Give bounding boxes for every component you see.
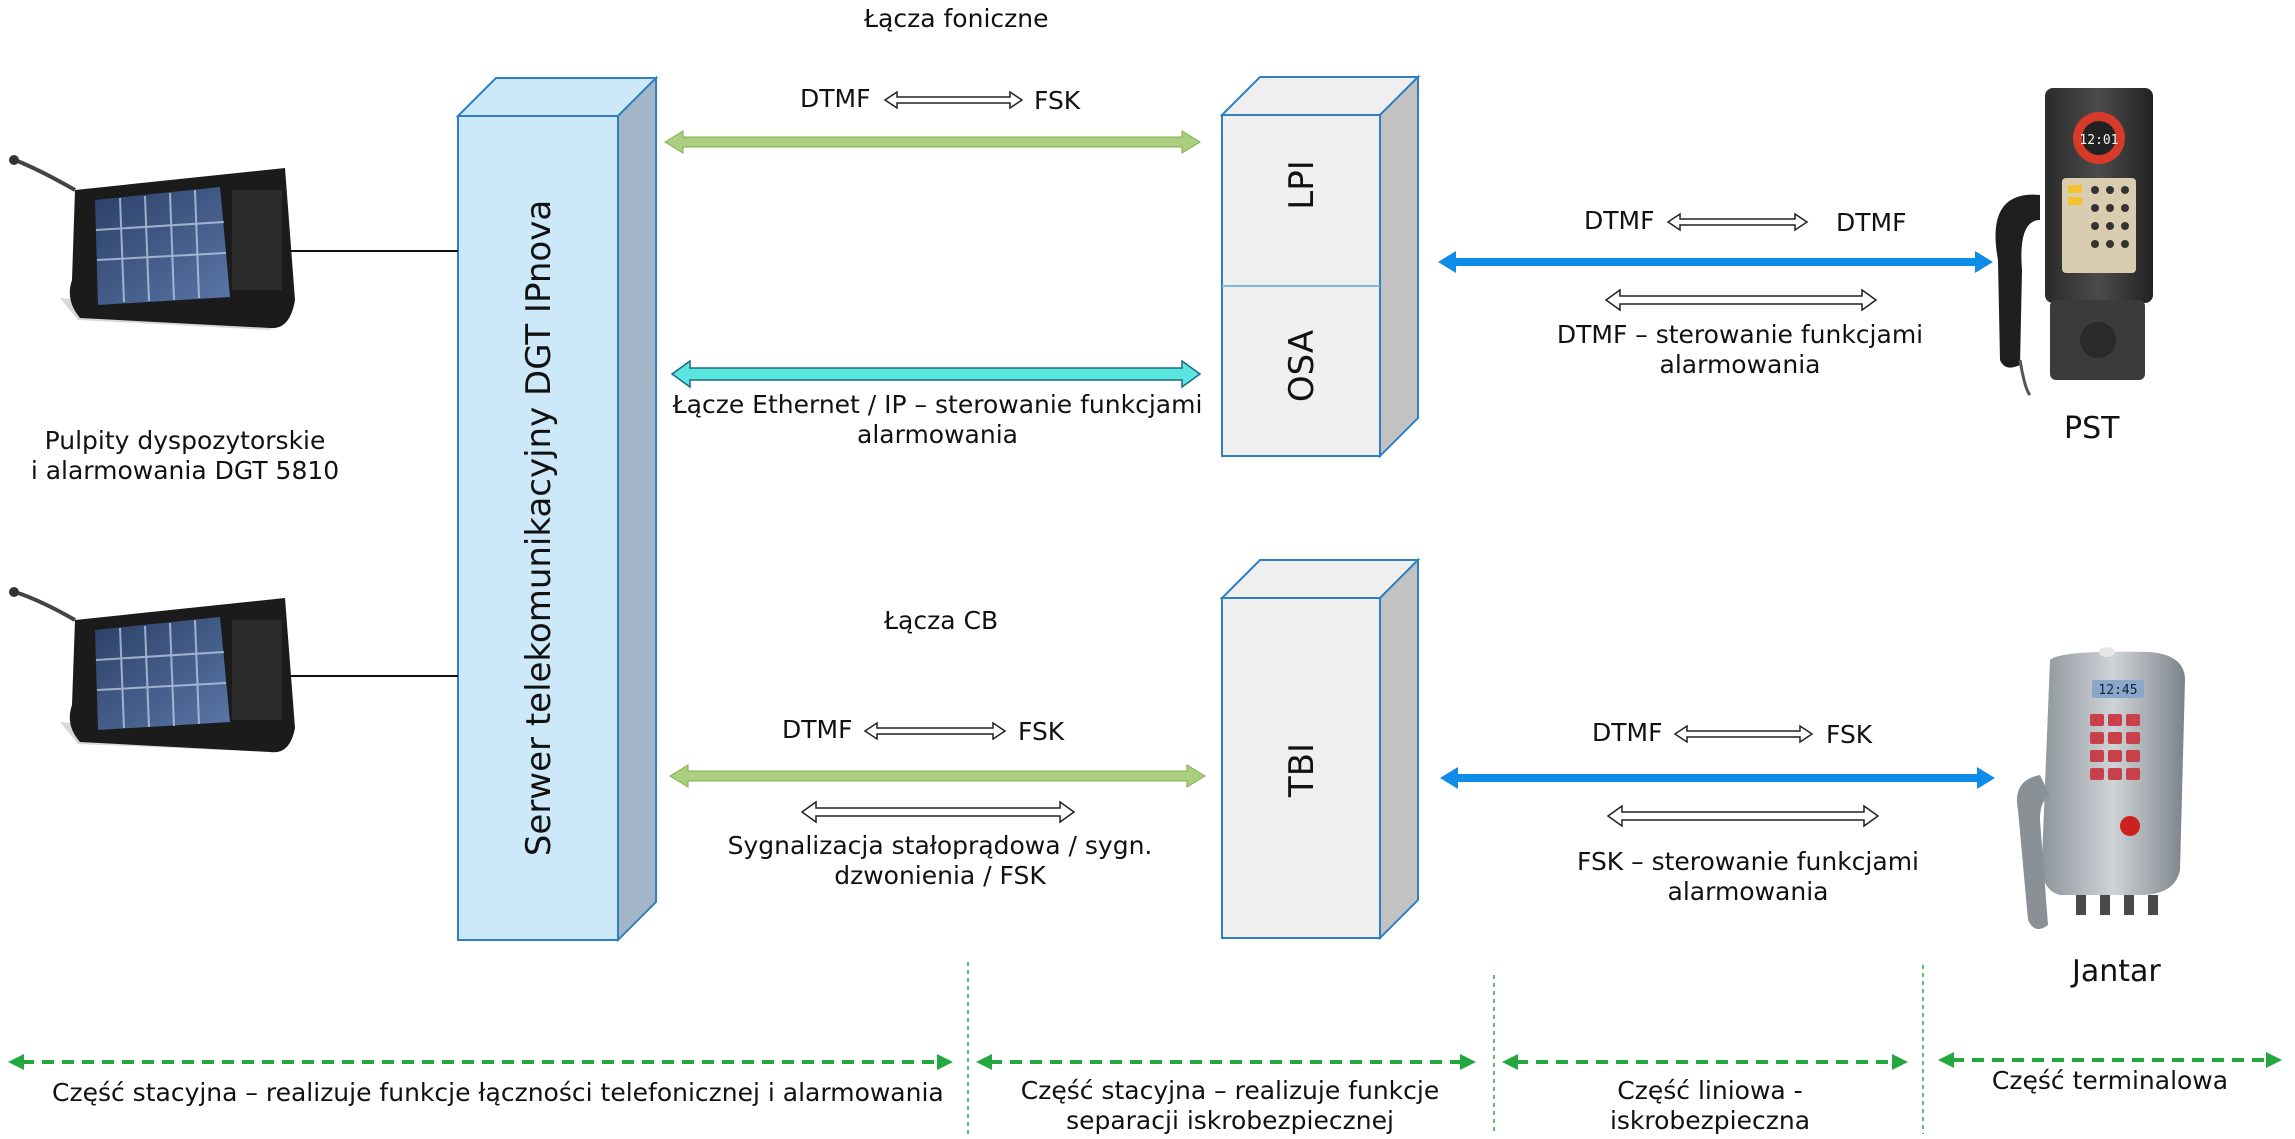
zone-arrows <box>8 1052 2282 1070</box>
cb-links-title: Łącza CB <box>884 606 999 635</box>
console-device-1 <box>9 155 295 330</box>
jantar-label: Jantar <box>2072 954 2161 989</box>
jantar-display: 12:45 <box>2098 683 2137 698</box>
ethernet-arrow <box>670 359 1202 389</box>
pst-phone-device <box>1995 88 2153 397</box>
zone-arrow-1 <box>8 1054 953 1070</box>
zone-arrow-4 <box>1938 1052 2282 1068</box>
zone-arrow-2 <box>976 1054 1476 1070</box>
bottom-left-dtmf: DTMF <box>782 715 853 744</box>
osa-label: OSA <box>1282 330 1322 402</box>
dtmf-control-arrow <box>1604 288 1878 312</box>
zone-1-label: Część stacyjna – realizuje funkcje łączn… <box>52 1078 944 1107</box>
zone-4-label: Część terminalowa <box>1991 1066 2229 1095</box>
consoles-caption: Pulpity dyspozytorskie i alarmowania DGT… <box>30 426 340 485</box>
top-left-dtmf: DTMF <box>800 84 871 113</box>
bottom-right-dtmf: DTMF <box>1592 718 1663 747</box>
dtmf-dtmf-arrow <box>1666 212 1809 232</box>
signal-arrow <box>800 800 1076 824</box>
fsk-control-label: FSK – sterowanie funkcjami alarmowania <box>1577 847 1919 906</box>
dtmf-control-label: DTMF – sterowanie funkcjami alarmowania <box>1556 320 1924 379</box>
top-right-dtmf-1: DTMF <box>1584 206 1655 235</box>
server-box <box>455 75 659 943</box>
zone-dividers <box>967 962 1924 1134</box>
fsk-control-arrow <box>1606 804 1880 828</box>
bottom-right-fsk: FSK <box>1826 720 1873 749</box>
tbi-label: TBI <box>1282 743 1322 798</box>
zone-3-label: Część liniowa - iskrobezpieczna <box>1609 1076 1811 1135</box>
green-arrow-top <box>664 130 1201 154</box>
lpi-osa-box <box>1219 74 1421 459</box>
top-left-fsk: FSK <box>1034 86 1081 115</box>
pst-display: 12:01 <box>2079 133 2118 148</box>
zone-arrow-3 <box>1502 1054 1908 1070</box>
jantar-phone-device <box>2016 647 2185 929</box>
lpi-label: LPI <box>1282 160 1322 209</box>
blue-arrow-bottom <box>1440 767 1995 789</box>
phone-links-title: Łącza foniczne <box>864 4 1049 33</box>
dtmf-fsk-arrow-bottom-left <box>863 721 1007 741</box>
tbi-box <box>1219 557 1421 941</box>
dtmf-fsk-arrow-bottom-right <box>1673 724 1814 744</box>
signal-label: Sygnalizacja stałoprądowa / sygn. dzwoni… <box>727 831 1153 890</box>
ethernet-label: Łącze Ethernet / IP – sterowanie funkcja… <box>672 390 1203 449</box>
outline-arrows <box>800 90 1880 828</box>
blue-arrow-top <box>1438 251 1993 273</box>
bottom-left-fsk: FSK <box>1018 717 1065 746</box>
top-right-dtmf-2: DTMF <box>1836 208 1907 237</box>
dtmf-fsk-arrow-top-left <box>883 90 1024 110</box>
server-label: Serwer telekomunikacyjny DGT IPnova <box>519 200 559 856</box>
pst-label: PST <box>2064 411 2120 446</box>
zone-2-label: Część stacyjna – realizuje funkcje separ… <box>1020 1076 1440 1135</box>
console-device-2 <box>9 587 295 753</box>
green-arrow-bottom <box>669 764 1206 788</box>
